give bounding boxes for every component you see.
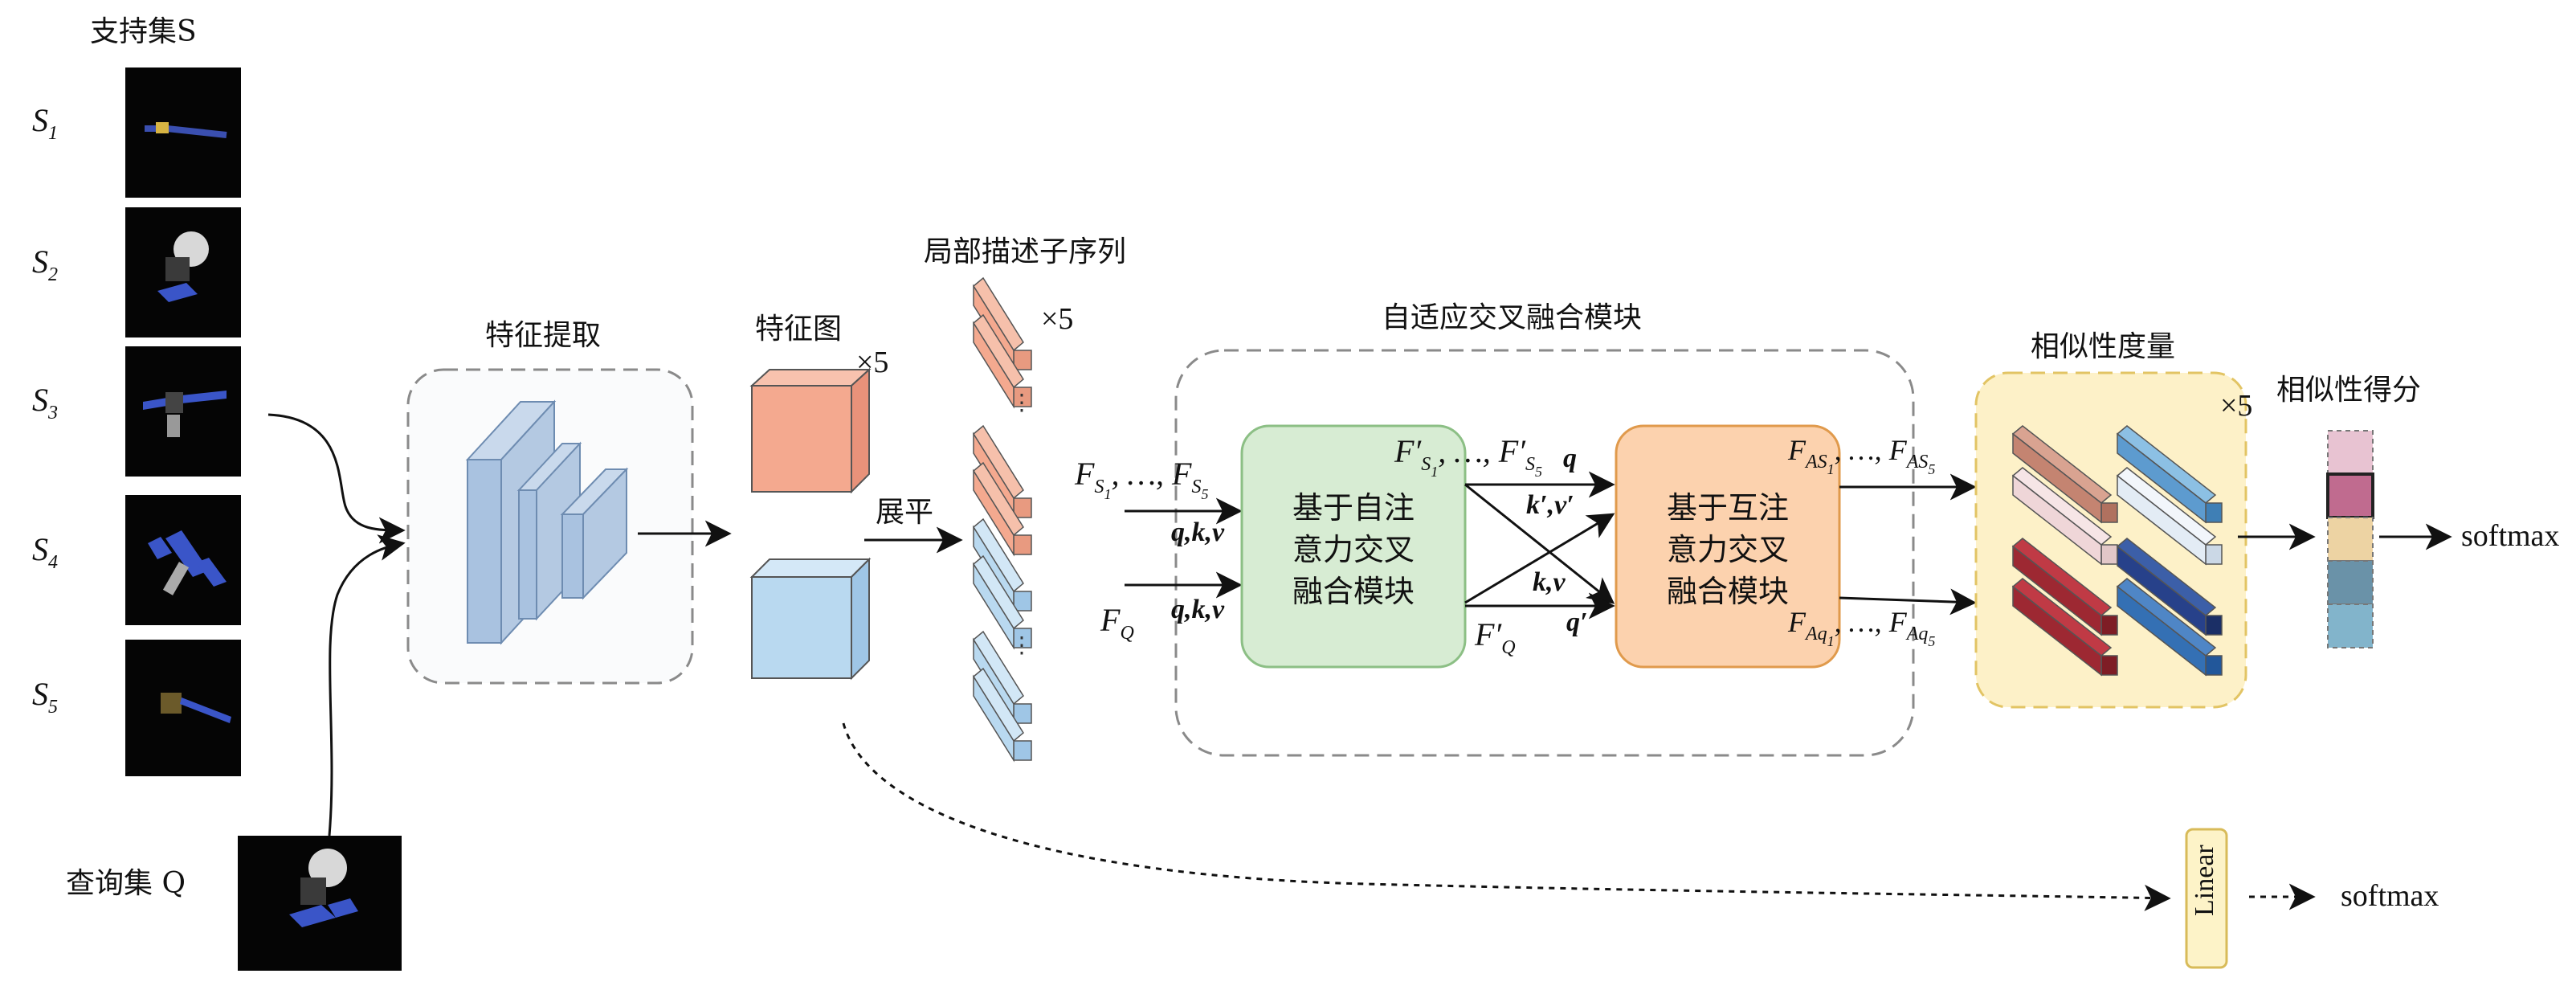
faq-arrow [1839,588,1977,616]
faq-label: FAq1, …, FAq5 [1788,606,1936,649]
linear-label: Linear [2190,845,2219,916]
similarity-multiplier: ×5 [2220,389,2253,423]
linear-box [2185,828,2228,969]
similarity-measure-title: 相似性度量 [2031,330,2176,363]
score-cell [2326,472,2374,519]
adaptive-fusion-title: 自适应交叉融合模块 [1382,301,1643,334]
kv-prime-label: k′,v′ [1526,490,1574,520]
support-label-s4: S4 [32,531,58,573]
feature-map-cube-blue [749,557,872,681]
descriptor-ellipsis-top: ⋮ [1010,391,1033,415]
fas-label: FAS1, …, FAS5 [1788,434,1936,477]
feature-map-title: 特征图 [755,313,843,346]
score-cell [2327,603,2374,648]
q-prime-label: q′ [1566,608,1588,637]
self-attn-box [1240,424,1467,669]
flatten-label: 展平 [876,496,934,529]
score-cell [2327,560,2374,605]
support-image-s5 [125,640,241,776]
qkv-label-bottom: q,k,v [1171,595,1225,624]
support-image-s4 [125,495,241,625]
feature-map-cube-orange [749,367,872,494]
descriptor-ellipsis-bottom: ⋮ [1010,633,1033,658]
score-column [2326,430,2374,648]
mutual-attn-box [1615,424,1841,669]
similarity-bars-left [2011,425,2118,677]
feature-map-multiplier: ×5 [856,346,889,379]
qkv-label-top: q,k,v [1171,518,1225,547]
query-set-title: 查询集 Q [66,867,186,900]
fq-input-label: FQ [1100,602,1134,644]
cross-arrow-down [1464,483,1615,604]
similarity-score-title: 相似性得分 [2276,374,2422,407]
softmax-top: softmax [2461,519,2560,553]
descriptor-multiplier: ×5 [1041,302,1074,336]
self-attn-text: 基于自注 意力交叉 融合模块 [1292,490,1415,609]
support-image-s3 [125,346,241,477]
similarity-bars-right [2116,425,2223,677]
score-cell [2327,430,2374,475]
fs-prime-label: F′S1, …, F′S5 [1394,433,1542,480]
descriptor-stack-orange [973,276,1032,557]
score-cell [2327,517,2374,562]
query-to-linear-dotted-arrow [842,722,2171,911]
q-label: q [1563,444,1577,473]
support-image-s2 [125,207,241,338]
adaptive-fusion-box [1174,349,1915,757]
local-descriptors-title: 局部描述子序列 [924,235,1127,268]
support-set-title: 支持集S [90,15,197,48]
descriptor-stack-blue [973,518,1032,763]
extractor-layers-icon [465,399,629,645]
support-label-s3: S3 [32,382,58,423]
support-label-s1: S1 [32,102,58,144]
softmax-bottom: softmax [2341,879,2439,913]
fq-prime-label: F′Q [1475,616,1516,658]
mutual-attn-text: 基于互注 意力交叉 融合模块 [1666,490,1789,609]
support-label-s2: S2 [32,243,58,285]
cross-arrow-up [1464,513,1615,604]
support-label-s5: S5 [32,676,58,718]
support-to-extractor-arrow [267,413,406,544]
fs-input-label: FS1, …, FS5 [1075,456,1209,502]
support-image-s1 [125,68,241,198]
kv-label: k,v [1533,567,1566,597]
feature-extraction-title: 特征提取 [485,319,602,352]
query-image [238,836,402,971]
query-to-extractor-arrow [328,534,406,837]
